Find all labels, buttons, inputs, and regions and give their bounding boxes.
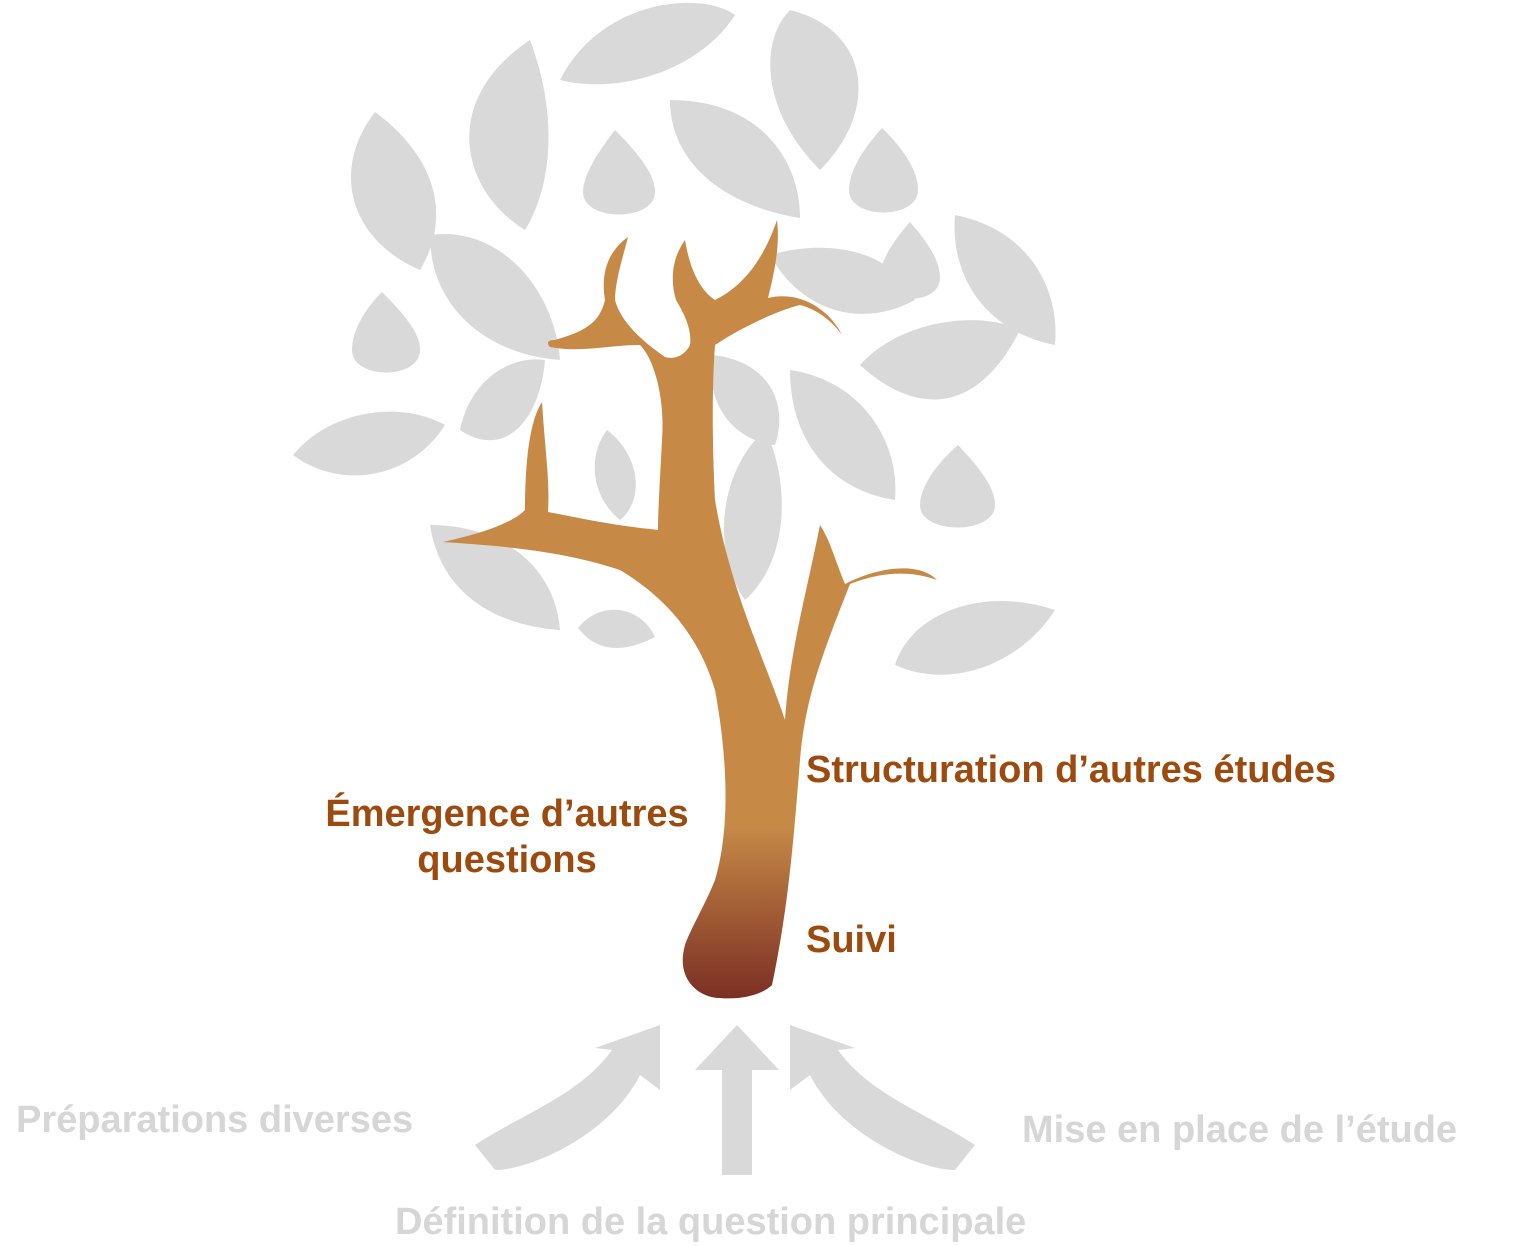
leaf <box>954 215 1056 345</box>
leaf <box>594 430 636 520</box>
leaf <box>770 10 859 170</box>
leaf <box>583 130 655 215</box>
label-definition: Définition de la question principale <box>395 1201 1027 1243</box>
input-arrows <box>475 1025 975 1175</box>
curved-arrow-up-left-icon <box>790 1025 975 1170</box>
trunk <box>443 220 937 999</box>
curved-arrow-up-right-icon <box>475 1025 660 1170</box>
leaf <box>860 320 1020 400</box>
leaf <box>430 233 560 360</box>
leaf <box>723 430 782 600</box>
leaf <box>895 601 1055 675</box>
leaf <box>670 100 800 218</box>
arrow-up-icon <box>695 1025 779 1175</box>
label-structuration: Structuration d’autres études <box>806 749 1336 791</box>
label-preparations: Préparations diverses <box>16 1099 414 1141</box>
leaf <box>430 525 560 630</box>
leaf <box>469 40 549 230</box>
leaf <box>849 128 918 213</box>
leaf <box>880 222 940 299</box>
leaf <box>560 2 735 85</box>
leaf <box>770 247 915 314</box>
label-emergence-line2: questions <box>417 838 597 881</box>
label-suivi: Suivi <box>806 919 897 961</box>
leaf <box>293 411 445 476</box>
leaf <box>920 445 995 528</box>
leaf <box>578 609 655 648</box>
leaf <box>460 359 545 441</box>
label-emergence: Émergence d’autres questions <box>312 792 702 883</box>
leaf <box>790 370 896 500</box>
label-mise-en-place: Mise en place de l’étude <box>1022 1109 1458 1151</box>
leaf <box>710 355 780 445</box>
label-emergence-line1: Émergence d’autres <box>325 793 689 835</box>
leaf <box>352 292 420 373</box>
foliage <box>293 2 1056 675</box>
leaf <box>350 112 437 270</box>
